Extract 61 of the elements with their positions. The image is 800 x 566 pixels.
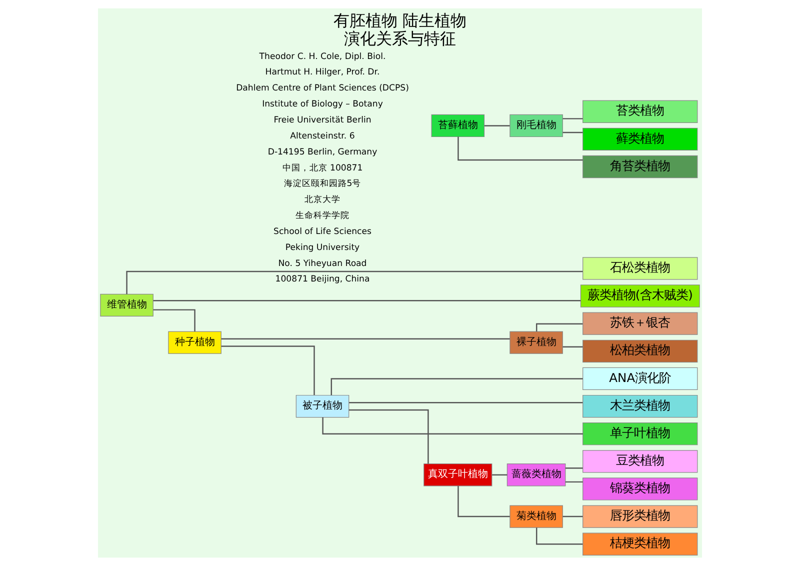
caption: 演化关系与特征 [344,28,456,48]
connector [566,468,583,469]
connector [536,528,583,545]
node-box: ANA演化阶 [582,367,698,390]
connector [348,409,429,464]
connector [562,516,583,518]
connector [566,481,583,483]
node-box: 裸子植物 [510,331,563,354]
node-box: 藓类植物 [582,128,698,151]
connector [221,346,315,395]
label: 北京大学 [304,195,341,206]
label: Theodor C. H. Cole, Dipl. Biol. [259,52,386,62]
node-box: 唇形类植物 [582,505,698,528]
connector [562,118,583,120]
node-box: 蔷薇类植物 [506,464,566,486]
node-box: 维管植物 [100,294,154,317]
node-box: 菊类植物 [510,505,563,528]
node-box: 木兰类植物 [582,394,698,418]
label: No. 5 Yiheyuan Road [278,258,367,269]
label: D-14195 Berlin, Germany [268,147,378,158]
connector [562,132,583,134]
node-box: 真双子叶植物 [424,464,492,486]
connector [458,486,510,518]
connector [536,323,583,332]
node-box: 松柏类植物 [582,340,698,362]
node-box: 种子植物 [168,331,222,354]
label: Institute of Biology – Botany [262,100,383,110]
label: School of Life Sciences [274,226,372,237]
connector [349,402,583,404]
label: 100871 Beijing, China [275,274,370,285]
connector [458,136,583,161]
connector [153,309,196,332]
connector [492,474,508,476]
label: Hartmut H. Hilger, Prof. Dr. [265,68,380,78]
connector [330,378,583,396]
label: Freie Universität Berlin [274,115,372,126]
node-box: 锦葵类植物 [582,478,698,500]
node-box: 苔藓植物 [431,114,485,138]
connector [484,125,510,126]
node-box: 石松类植物 [582,257,698,280]
node-box: 蕨类植物(含木贼类) [580,284,700,308]
label: 海淀区颐和园路5号 [284,179,362,190]
connector [153,300,581,302]
label: 中国，北京 100871 [282,163,363,174]
label: Dahlem Centre of Plant Sciences (DCPS) [236,84,409,94]
connector [126,270,583,294]
label: Peking University [285,242,360,253]
node-box: 刚毛植物 [510,114,563,138]
label: Altensteinstr. 6 [290,131,355,142]
node-box: 豆类植物 [582,450,698,473]
connector [221,338,510,340]
node-box: 被子植物 [296,394,350,418]
connector [322,417,583,434]
diagram-title: 有胚植物 陆生植物 [333,11,467,30]
connector [562,346,583,348]
node-box: 苔类植物 [582,100,698,123]
node-box: 桔梗类植物 [582,532,698,556]
node-box: 角苔类植物 [582,155,698,178]
node-box: 单子叶植物 [582,422,698,446]
label: 生命科学学院 [296,211,350,222]
node-box: 苏铁＋银杏 [582,312,698,335]
